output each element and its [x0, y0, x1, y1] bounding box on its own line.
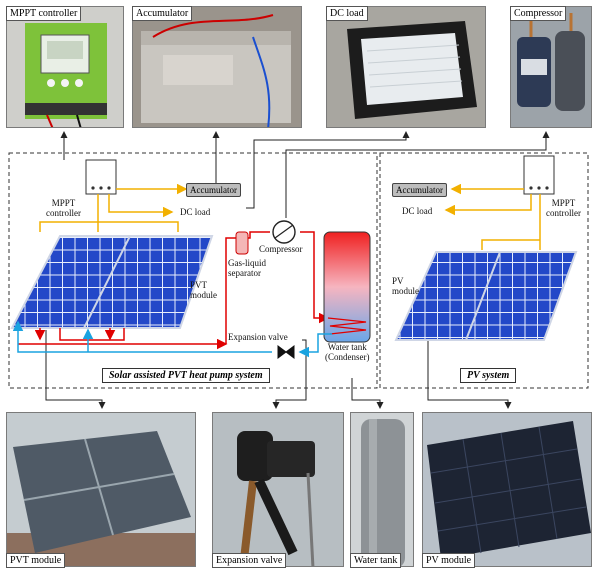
right-mppt-text: MPPT controller [546, 198, 581, 218]
photo-accumulator [132, 6, 302, 128]
dc-load-image [327, 7, 485, 127]
water-tank-text: Water tank (Condenser) [325, 342, 370, 362]
link-compressor-photo [285, 131, 550, 218]
pvt-module-image [7, 413, 195, 566]
caption-pv-module: PV module [422, 553, 476, 568]
caption-water-tank: Water tank [350, 553, 402, 568]
right-system-title: PV system [460, 368, 517, 383]
pvt-panel-right [82, 235, 214, 329]
power-right-mppt-dcload [444, 194, 532, 216]
water-tank-label: Water tank (Condenser) [325, 342, 370, 362]
accumulator-image [133, 7, 301, 127]
right-dcload-label: DC load [402, 206, 433, 216]
left-mppt-text: MPPT controller [46, 198, 81, 218]
link-tank-photo [351, 378, 384, 409]
caption-dc-load: DC load [326, 6, 368, 21]
caption-compressor: Compressor [510, 6, 567, 21]
link-pvt-photo [45, 330, 106, 409]
pv-module-image [423, 413, 591, 566]
water-tank-symbol [323, 231, 371, 343]
pvt-module-text: PVT module [190, 280, 217, 300]
left-system-title: Solar assisted PVT heat pump system [102, 368, 270, 383]
water-tank-image [351, 413, 413, 566]
caption-accumulator: Accumulator [132, 6, 193, 21]
link-dcload-photo [246, 131, 410, 209]
left-dcload-label: DC load [180, 207, 211, 217]
cold-line-return [298, 333, 332, 358]
power-pvt-mppt-2 [39, 221, 179, 232]
photo-pvt-module [6, 412, 196, 567]
caption-expansion-valve: Expansion valve [212, 553, 287, 568]
hot-line-panels [59, 328, 125, 341]
cold-line-bottom [12, 320, 272, 353]
left-mppt-label: MPPT controller [46, 198, 81, 218]
pv-module-text: PV module [392, 276, 419, 296]
photo-compressor [510, 6, 592, 128]
right-accumulator-label: Accumulator [392, 183, 447, 197]
expansion-valve-label: Expansion valve [228, 332, 288, 342]
separator-label: Gas-liquid separator [228, 258, 266, 278]
right-mppt-label: MPPT controller [546, 198, 581, 218]
compressor-label: Compressor [259, 244, 303, 254]
pv-panel-right [464, 251, 578, 341]
compressor-image [511, 7, 591, 127]
link-valve-photo [272, 339, 307, 409]
caption-pvt-module: PVT module [6, 553, 66, 568]
pv-module-label: PV module [392, 276, 419, 296]
mppt-controller-image [7, 7, 123, 127]
caption-mppt-controller: MPPT controller [6, 6, 82, 21]
photo-water-tank [350, 412, 414, 567]
photo-mppt-controller [6, 6, 124, 128]
hot-line-up [225, 237, 240, 344]
photo-dc-load [326, 6, 486, 128]
power-mppt-dcload [108, 194, 174, 218]
separator-text: Gas-liquid separator [228, 258, 266, 278]
pvt-module-label: PVT module [190, 280, 217, 300]
condenser-coil [327, 317, 367, 335]
hot-line-compressor-tank [300, 231, 330, 324]
expansion-valve-symbol [277, 345, 295, 359]
gas-liquid-separator [235, 231, 249, 255]
expansion-valve-image [213, 413, 343, 566]
left-accumulator-label: Accumulator [186, 183, 241, 197]
photo-expansion-valve [212, 412, 344, 567]
link-pv-photo [427, 340, 512, 409]
right-system-boundary [379, 152, 589, 389]
left-system-boundary [8, 152, 378, 389]
photo-pv-module [422, 412, 592, 567]
power-right-pv-mppt-2 [481, 239, 540, 250]
